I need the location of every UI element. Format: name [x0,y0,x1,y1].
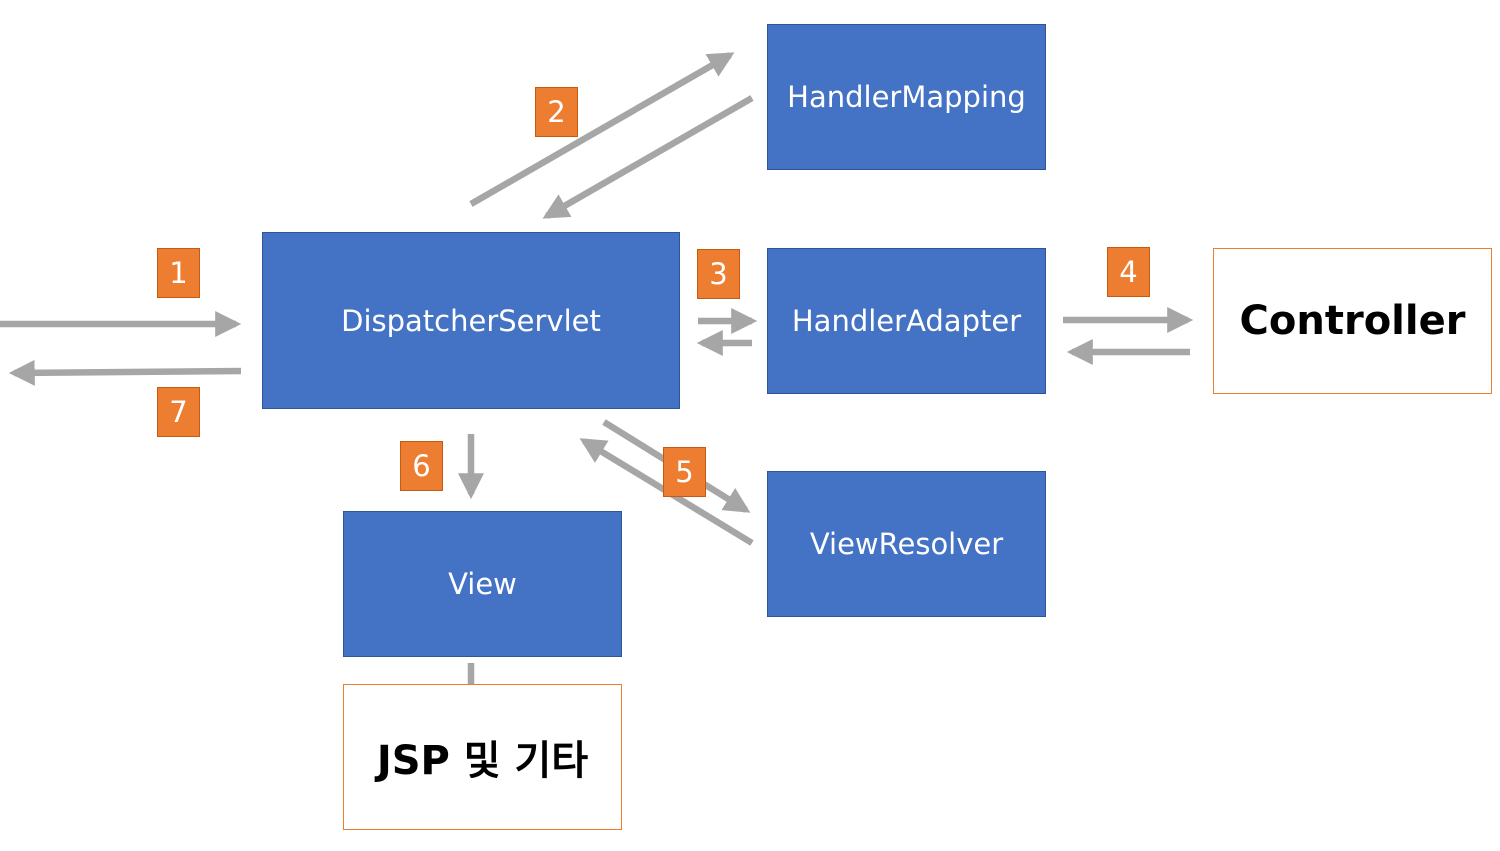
step-badge-7-label: 7 [169,395,188,429]
step-badge-2: 2 [535,87,578,137]
step-badge-1: 1 [157,248,200,298]
controller-box: Controller [1213,248,1492,394]
step-badge-4-label: 4 [1119,255,1138,289]
controller-label: Controller [1239,298,1466,344]
handler-mapping-label: HandlerMapping [787,80,1026,114]
handler-mapping-box: HandlerMapping [767,24,1046,170]
step-badge-3-label: 3 [709,257,728,291]
step-badge-5-label: 5 [675,455,694,489]
handler-adapter-box: HandlerAdapter [767,248,1046,394]
step-badge-6: 6 [400,441,443,491]
arrow-to-handler-mapping [469,52,735,207]
view-box: View [343,511,622,657]
step-badge-2-label: 2 [547,95,566,129]
arrow-from-handler-mapping [542,95,754,219]
arrow-response-out [8,359,242,386]
jsp-label: JSP 및 기타 [376,738,589,784]
view-label: View [448,567,517,601]
step-badge-5: 5 [663,447,706,497]
step-badge-1-label: 1 [169,256,188,290]
view-resolver-label: ViewResolver [809,527,1004,561]
handler-adapter-label: HandlerAdapter [791,304,1022,338]
step-badge-4: 4 [1107,247,1150,297]
step-badge-3: 3 [697,249,740,299]
step-badge-7: 7 [157,387,200,437]
step-badge-6-label: 6 [412,449,431,483]
dispatcher-servlet-label: DispatcherServlet [341,303,601,338]
dispatcher-servlet-box: DispatcherServlet [262,232,680,409]
view-resolver-box: ViewResolver [767,471,1046,617]
jsp-box: JSP 및 기타 [343,684,622,830]
